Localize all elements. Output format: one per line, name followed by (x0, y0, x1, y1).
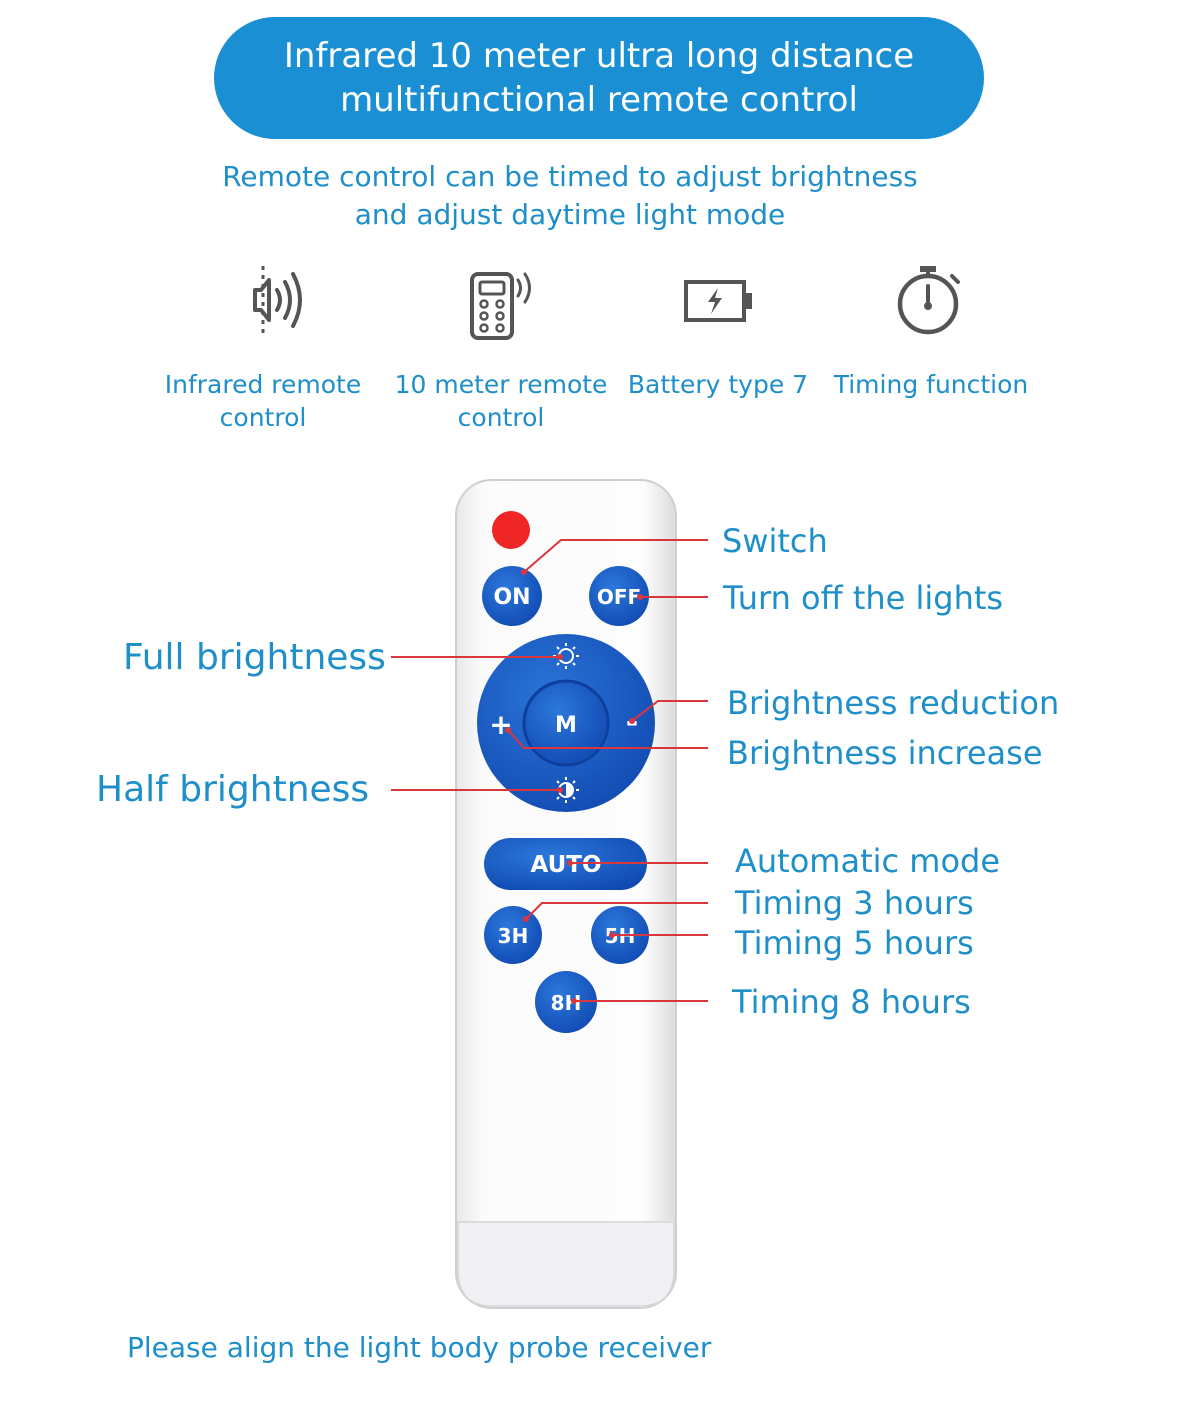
timer-3h-label: 3H (498, 924, 529, 948)
auto-button-label: AUTO (530, 852, 601, 878)
timer-8h-label: 8H (551, 991, 582, 1015)
feature-label: 10 meter remote (394, 370, 608, 399)
battery-icon (684, 280, 752, 322)
brightness-increase-button[interactable]: + (489, 708, 512, 741)
callout-brightness-increase: Brightness increase (727, 734, 1043, 772)
footer-note: Please align the light body probe receiv… (127, 1331, 712, 1364)
timer-icon (897, 266, 960, 335)
callout-switch: Switch (722, 522, 828, 560)
plus-label: + (489, 708, 512, 741)
feature-label: control (457, 403, 545, 432)
callout-automatic-mode: Automatic mode (735, 842, 1001, 880)
remote-signal-icon (470, 272, 531, 340)
auto-button[interactable]: AUTO (484, 838, 647, 890)
feature-label: Timing function (833, 370, 1029, 399)
callout-timing-3: Timing 3 hours (735, 884, 974, 922)
timer-3h-button[interactable]: 3H (484, 906, 542, 964)
leader-switch (523, 539, 708, 573)
leader-reduction (631, 700, 708, 722)
banner-line-2: multifunctional remote control (340, 80, 858, 120)
callout-full-brightness: Full brightness (123, 637, 386, 678)
feature-label: Battery type 7 (627, 370, 809, 399)
callout-turn-off: Turn off the lights (723, 579, 1004, 617)
feature-timing: Timing function (822, 368, 1040, 401)
callout-timing-8: Timing 8 hours (732, 983, 971, 1021)
subtitle-line-2: and adjust daytime light mode (354, 198, 786, 231)
banner-line-1: Infrared 10 meter ultra long distance (283, 36, 915, 76)
title-banner: Infrared 10 meter ultra long distance mu… (214, 17, 984, 139)
leader-increase (507, 729, 708, 749)
feature-label: Infrared remote (164, 370, 362, 399)
callout-half-brightness: Half brightness (96, 769, 370, 810)
leader-dots (505, 569, 643, 1004)
timer-8h-button[interactable]: 8H (535, 971, 597, 1033)
feature-battery: Battery type 7 (620, 368, 816, 401)
off-button-label: OFF (597, 585, 641, 609)
off-button[interactable]: OFF (589, 566, 649, 626)
leader-3h (525, 902, 708, 920)
feature-distance: 10 meter remote control (388, 368, 614, 434)
mode-button-label: M (555, 713, 577, 738)
infrared-signal-icon (253, 266, 302, 334)
subtitle: Remote control can be timed to adjust br… (150, 158, 990, 234)
on-button[interactable]: ON (482, 566, 542, 626)
power-led (492, 511, 530, 549)
on-button-label: ON (493, 585, 530, 610)
callout-timing-5: Timing 5 hours (735, 924, 974, 962)
leader-lines (391, 539, 708, 1002)
feature-label: control (219, 403, 307, 432)
callout-brightness-reduction: Brightness reduction (727, 684, 1060, 722)
mode-button[interactable]: M (526, 683, 606, 763)
feature-infrared: Infrared remote control (150, 368, 376, 434)
subtitle-line-1: Remote control can be timed to adjust br… (222, 160, 918, 193)
